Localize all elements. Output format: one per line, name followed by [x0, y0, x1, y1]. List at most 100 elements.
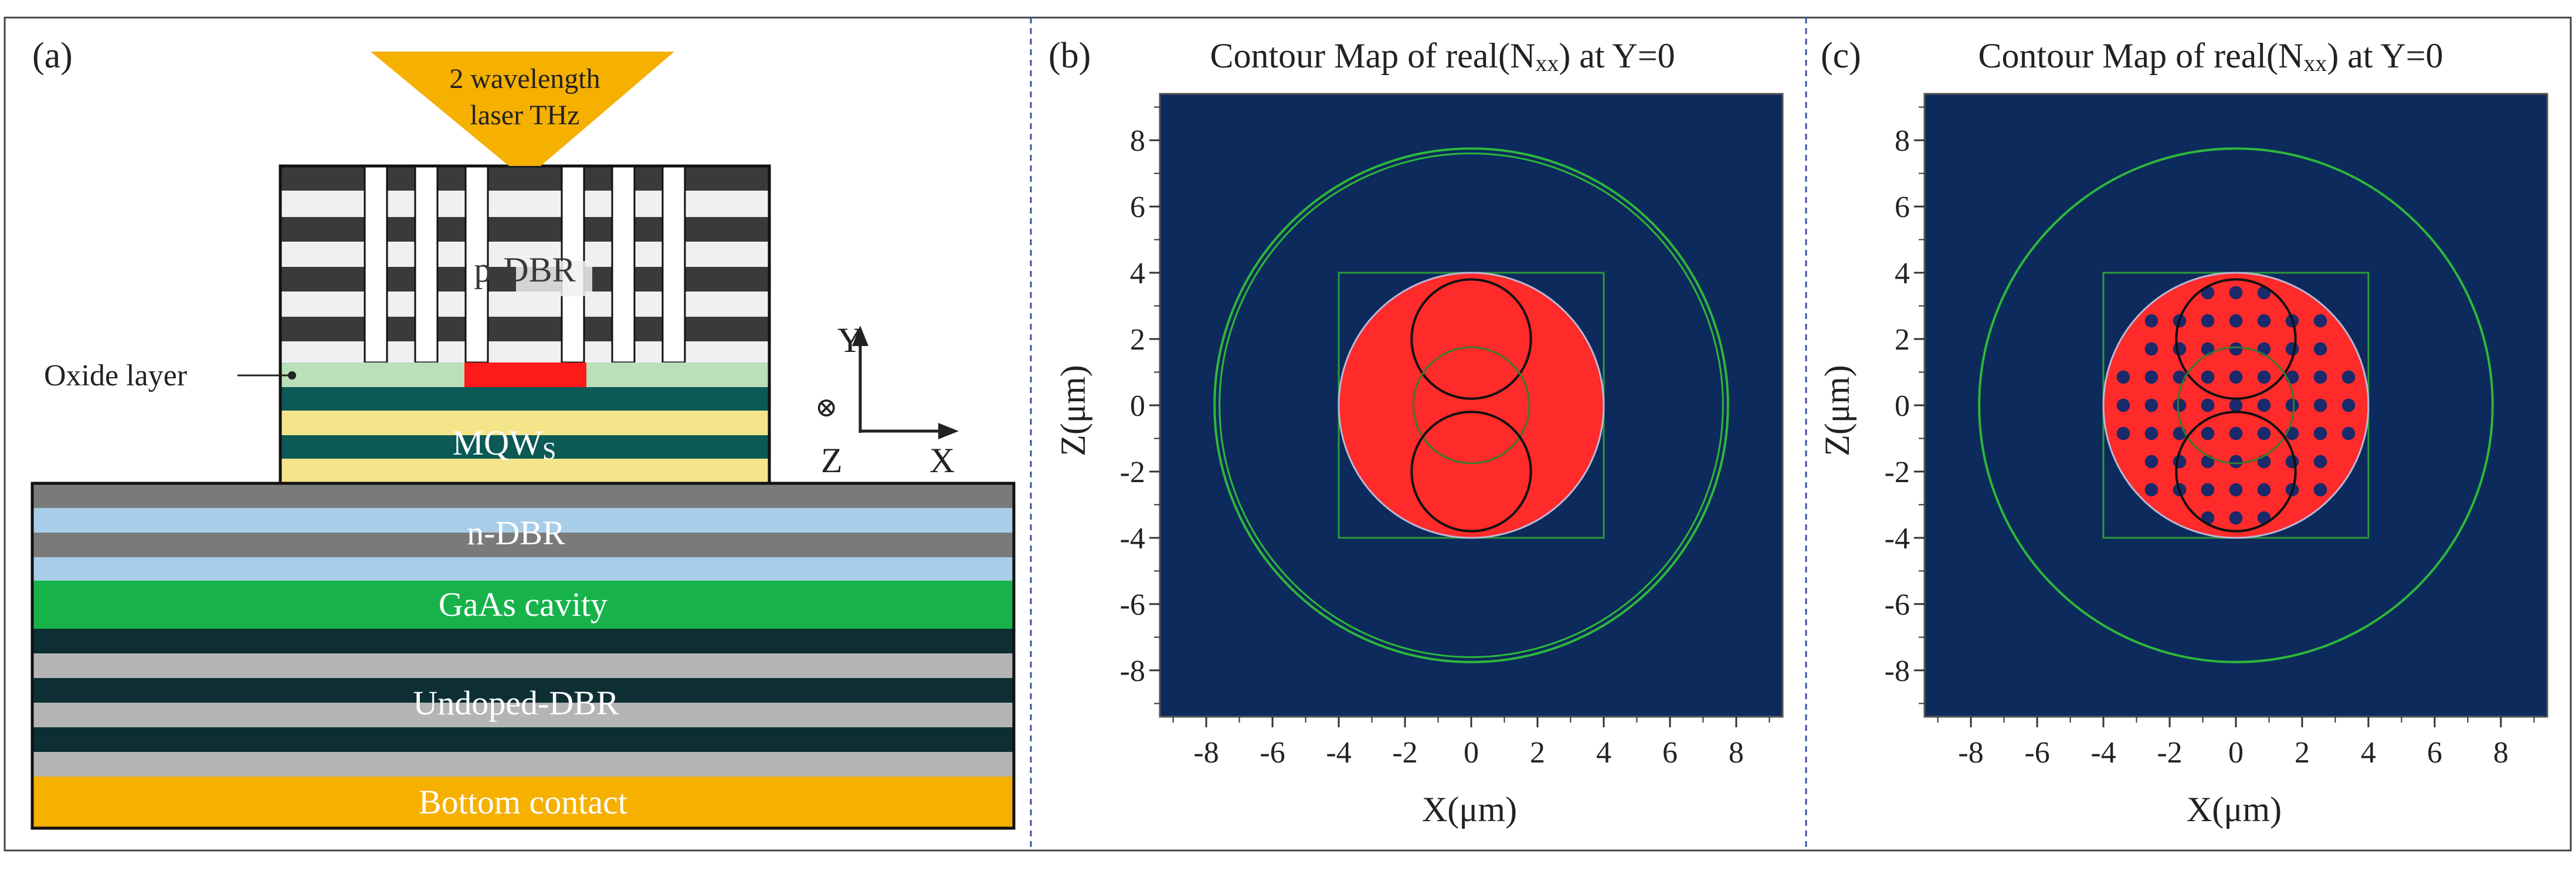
- laser-label-line2: laser THz: [470, 100, 579, 131]
- x-tick-label: 8: [2493, 736, 2509, 770]
- substrate-stack: n-DBR GaAs cavity Undoped-DBR Bottom con…: [30, 482, 1016, 830]
- p-dbr-layer: [280, 317, 769, 341]
- panel-b-xlabel: X(μm): [1422, 790, 1517, 829]
- y-tick-label: -8: [1885, 655, 1910, 688]
- photonic-crystal-hole: [2341, 370, 2356, 384]
- etched-trench: [611, 165, 636, 364]
- n-dbr-label: n-DBR: [467, 514, 565, 552]
- panel-c-title-main: Contour Map of real(N: [1978, 36, 2303, 75]
- y-tick-label: 8: [1895, 124, 1910, 158]
- x-tick-label: -6: [1260, 736, 1285, 770]
- upper-circle-outline: [2175, 278, 2297, 400]
- mqw-layer: [280, 459, 769, 483]
- bottom-contact-label: Bottom contact: [419, 783, 627, 821]
- photonic-crystal-hole: [2229, 511, 2243, 525]
- n-dbr-layer: [32, 508, 1014, 533]
- axis-y-label: Y: [837, 321, 863, 360]
- photonic-crystal-hole: [2257, 483, 2271, 497]
- photonic-crystal-hole: [2144, 370, 2158, 384]
- photonic-crystal-hole: [2173, 342, 2187, 356]
- undoped-dbr-layer: [32, 703, 1014, 727]
- panel-c-title-sub: xx: [2303, 50, 2327, 76]
- photonic-crystal-hole: [2257, 426, 2271, 440]
- x-tick-label: -2: [2157, 736, 2182, 770]
- photonic-crystal-hole: [2201, 426, 2215, 440]
- photonic-crystal-hole: [2201, 314, 2215, 328]
- photonic-crystal-hole: [2285, 342, 2299, 356]
- z-out-of-plane-icon: ⊗: [815, 392, 838, 422]
- axis-z-label: Z: [821, 441, 843, 480]
- n-dbr-layer: [32, 533, 1014, 557]
- n-dbr-layer: [32, 557, 1014, 581]
- bottom-contact: [32, 777, 1014, 828]
- y-tick-label: -6: [1120, 588, 1145, 622]
- x-tick-label: 6: [1662, 736, 1678, 770]
- panel-a-label: (a): [32, 36, 73, 76]
- photonic-crystal-hole: [2201, 398, 2215, 412]
- photonic-crystal-hole: [2201, 370, 2215, 384]
- x-tick-label: 4: [2361, 736, 2376, 770]
- photonic-crystal-hole: [2313, 370, 2327, 384]
- x-tick-label: 0: [1464, 736, 1479, 770]
- photonic-crystal-hole: [2257, 370, 2271, 384]
- oxide-aperture: [464, 362, 586, 387]
- photonic-crystal-hole: [2313, 398, 2327, 412]
- x-tick-label: -8: [1193, 736, 1219, 770]
- y-tick-label: -8: [1120, 655, 1145, 688]
- panel-b-title-tail: ) at Y=0: [1559, 36, 1675, 75]
- panel-b-ylabel: Z(μm): [1054, 365, 1092, 456]
- p-dbr-stack: p-DBR: [280, 165, 769, 364]
- panel-c-contour-map: (c) Contour Map of real(Nxx) at Y=0 -8-8…: [1818, 36, 2548, 829]
- n-dbr-layer: [32, 483, 1014, 508]
- photonic-crystal-hole: [2144, 314, 2158, 328]
- y-axis-arrowhead: [852, 326, 868, 346]
- photonic-crystal-hole: [2313, 426, 2327, 440]
- photonic-crystal-hole: [2229, 455, 2243, 469]
- photonic-crystal-hole: [2201, 483, 2215, 497]
- photonic-crystal-hole: [2144, 342, 2158, 356]
- axis-x-label: X: [929, 441, 955, 480]
- panel-b-label: (b): [1048, 36, 1091, 76]
- photonic-crystal-hole: [2341, 426, 2356, 440]
- y-tick-label: -2: [1120, 456, 1145, 489]
- x-tick-label: 6: [2427, 736, 2442, 770]
- y-tick-label: 0: [1130, 389, 1145, 423]
- photonic-crystal-hole: [2144, 398, 2158, 412]
- x-tick-label: -4: [1326, 736, 1351, 770]
- panel-b-title: Contour Map of real(Nxx) at Y=0: [1210, 36, 1675, 76]
- photonic-crystal-hole: [2257, 398, 2271, 412]
- etched-trench: [414, 165, 439, 364]
- x-tick-label: 0: [2228, 736, 2244, 770]
- y-tick-label: -6: [1885, 588, 1910, 622]
- x-tick-label: -4: [2090, 736, 2116, 770]
- photonic-crystal-hole: [2285, 455, 2299, 469]
- coordinate-axes: Y ⊗ Z X: [815, 321, 959, 480]
- undoped-dbr-label: Undoped-DBR: [413, 684, 619, 722]
- photonic-crystal-hole: [2116, 398, 2130, 412]
- y-tick-label: 8: [1130, 124, 1145, 158]
- oxide-layer-label: Oxide layer: [44, 359, 187, 392]
- mqw-label: MQWS: [453, 423, 556, 465]
- photonic-crystal-hole: [2144, 426, 2158, 440]
- photonic-crystal-hole: [2173, 455, 2187, 469]
- panel-c-title-tail: ) at Y=0: [2327, 36, 2443, 75]
- panel-b-title-sub: xx: [1535, 50, 1559, 76]
- x-tick-label: -2: [1392, 736, 1417, 770]
- y-tick-label: 2: [1895, 323, 1910, 357]
- center-circle-outline: [2177, 346, 2295, 465]
- y-tick-label: 4: [1130, 257, 1145, 290]
- photonic-crystal-hole: [2144, 483, 2158, 497]
- photonic-crystal-hole: [2285, 398, 2299, 412]
- undoped-dbr-layer: [32, 727, 1014, 752]
- upper-circle-outline: [1410, 278, 1532, 400]
- photonic-crystal-hole: [2229, 314, 2243, 328]
- gaas-cavity-label: GaAs cavity: [439, 585, 607, 623]
- photonic-crystal-hole: [2229, 342, 2243, 356]
- substrate-outline: [30, 482, 1016, 830]
- x-tick-label: 8: [1729, 736, 1744, 770]
- panel-a-device-schematic: (a) p-DBR MQWS: [30, 36, 1016, 830]
- p-dbr-layer: [280, 166, 769, 191]
